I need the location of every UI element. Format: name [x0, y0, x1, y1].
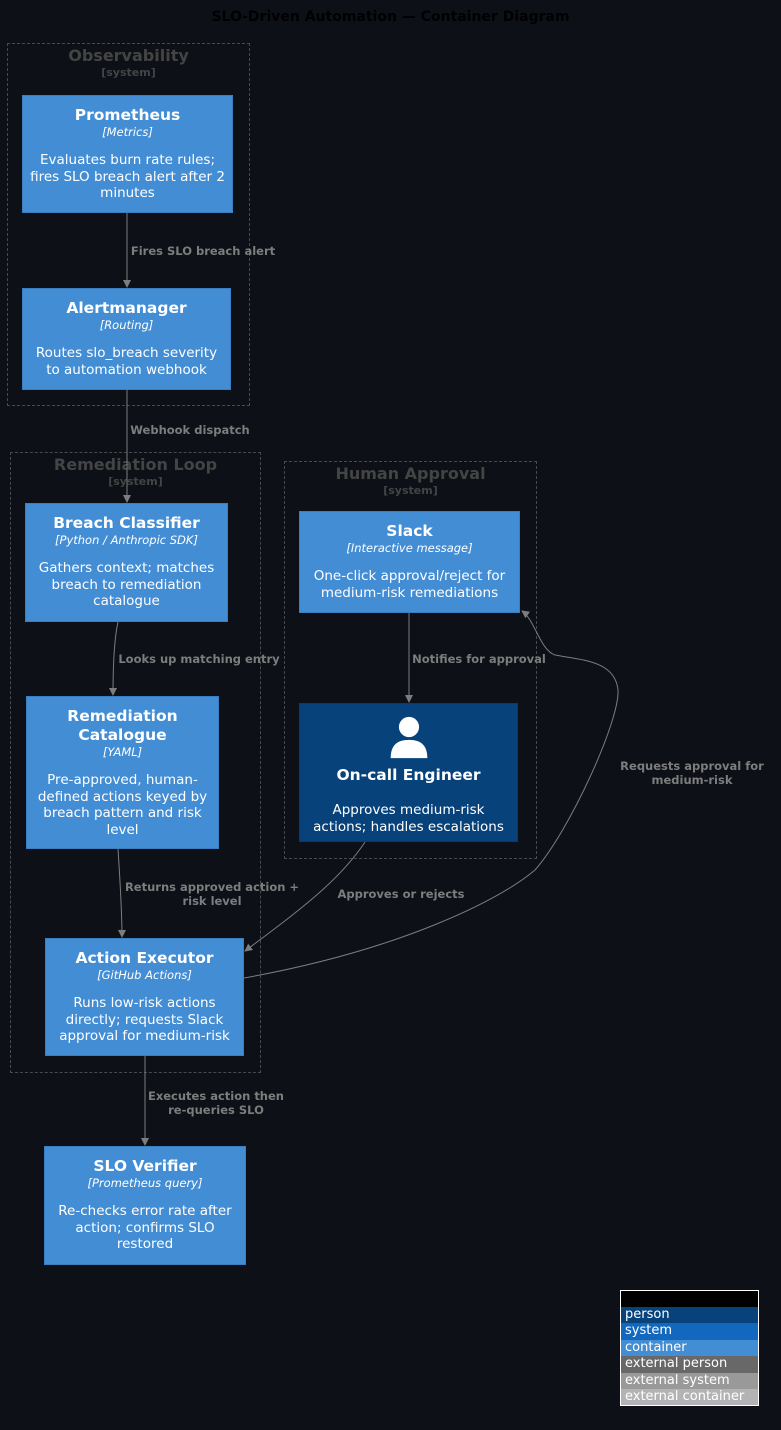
edge-label-e8: Requests approval for medium-risk [620, 759, 764, 787]
node-on-call-engineer: On-call Engineer Approves medium-risk ac… [299, 703, 518, 842]
boundary-human-approval: Human Approval [system] [284, 461, 537, 859]
boundary-human-approval-type: [system] [383, 484, 438, 497]
node-alertmanager-desc: Routes slo_breach severity to automation… [35, 345, 218, 378]
edge-label-e6: Notifies for approval [412, 652, 546, 666]
node-on-call-engineer-desc: Approves medium-risk actions; handles es… [313, 802, 504, 835]
edge-label-e3: Looks up matching entry [118, 652, 280, 666]
node-slack-desc: One-click approval/reject for medium-ris… [313, 568, 506, 601]
node-action-executor-desc: Runs low-risk actions directly; requests… [59, 995, 230, 1044]
edge-e4-line [117, 848, 126, 938]
legend-item-person: person [621, 1307, 758, 1324]
edge-e8-line [243, 610, 619, 979]
node-prometheus-desc: Evaluates burn rate rules; fires SLO bre… [30, 152, 225, 201]
boundary-remediation-loop-name: Remediation Loop [53, 455, 218, 474]
node-breach-classifier-name: Breach Classifier [53, 514, 200, 532]
boundary-observability: Observability [system] [7, 43, 250, 406]
edge-e3-line [109, 621, 119, 696]
diagram-title: SLO-Driven Automation — Container Diagra… [211, 9, 570, 25]
boundary-observability-name: Observability [68, 46, 189, 65]
edge-label-e7: Approves or rejects [337, 887, 465, 901]
node-action-executor-tech: [GitHub Actions] [97, 968, 192, 982]
node-remediation-catalogue: Remediation Catalogue [YAML] Pre-approve… [26, 696, 219, 849]
legend-item-external-person: external person [621, 1356, 758, 1373]
node-prometheus-tech: [Metrics] [102, 125, 153, 139]
boundary-remediation-loop-type: [system] [108, 475, 163, 488]
node-action-executor: Action Executor [GitHub Actions] Runs lo… [45, 938, 244, 1056]
boundary-remediation-loop: Remediation Loop [system] [10, 452, 261, 1073]
edge-e7-line [244, 841, 366, 952]
node-slo-verifier-name: SLO Verifier [93, 1157, 197, 1175]
node-slack-tech: [Interactive message] [346, 541, 473, 555]
node-remediation-catalogue-desc: Pre-approved, human-defined actions keye… [37, 772, 208, 838]
node-prometheus-name: Prometheus [74, 106, 181, 124]
node-prometheus: Prometheus [Metrics] Evaluates burn rate… [22, 95, 233, 213]
legend-item-system: system [621, 1323, 758, 1340]
boundary-observability-type: [system] [101, 66, 156, 79]
node-remediation-catalogue-tech: [YAML] [102, 745, 143, 759]
legend-item-external-system: external system [621, 1372, 758, 1389]
node-slo-verifier-desc: Re-checks error rate after action; confi… [58, 1203, 232, 1252]
node-action-executor-name: Action Executor [75, 949, 214, 967]
node-slack-name: Slack [386, 522, 433, 540]
legend: Legend person system container external … [620, 1290, 759, 1407]
node-remediation-catalogue-name: Remediation Catalogue [67, 707, 178, 744]
legend-item-container: container [621, 1339, 758, 1357]
person-icon [390, 716, 427, 759]
legend-item-external-container: external container [621, 1388, 758, 1406]
node-alertmanager: Alertmanager [Routing] Routes slo_breach… [22, 288, 231, 390]
boundary-human-approval-name: Human Approval [335, 464, 486, 483]
edge-label-e1: Fires SLO breach alert [130, 244, 276, 258]
node-slo-verifier-tech: [Prometheus query] [87, 1176, 203, 1190]
node-on-call-engineer-name: On-call Engineer [336, 766, 481, 784]
node-breach-classifier-tech: [Python / Anthropic SDK] [55, 533, 198, 547]
legend-title: Legend [621, 1291, 758, 1307]
edge-label-e2: Webhook dispatch [130, 423, 250, 437]
node-breach-classifier-desc: Gathers context; matches breach to remed… [38, 560, 215, 609]
edge-label-e5: Executes action then re-queries SLO [147, 1089, 284, 1117]
node-alertmanager-tech: [Routing] [99, 318, 154, 332]
node-slack: Slack [Interactive message] One-click ap… [299, 511, 520, 613]
node-slo-verifier: SLO Verifier [Prometheus query] Re-check… [44, 1146, 246, 1265]
node-breach-classifier: Breach Classifier [Python / Anthropic SD… [25, 503, 228, 622]
edge-label-e4: Returns approved action + risk level [124, 880, 300, 908]
node-alertmanager-name: Alertmanager [66, 299, 187, 317]
